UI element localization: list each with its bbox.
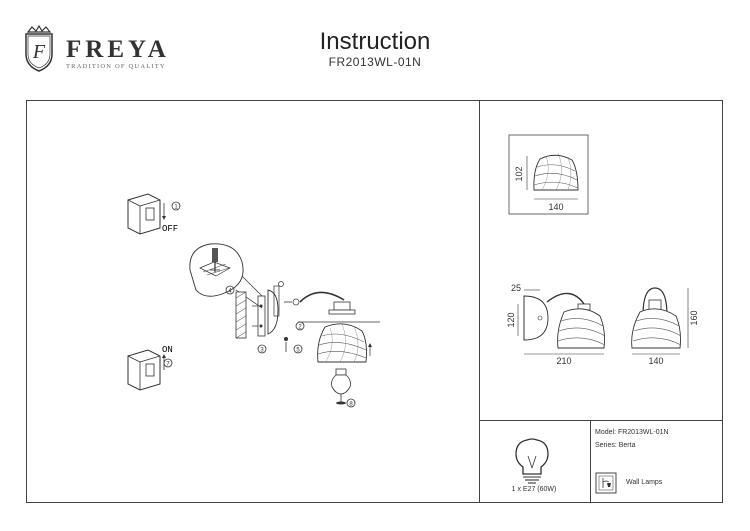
step-number: 5 xyxy=(296,348,300,354)
brand-name: FREYA xyxy=(66,36,170,63)
step-4-marker: 4 xyxy=(225,285,235,295)
bulb-spec-text: 1 x E27 (60W) xyxy=(511,486,557,493)
step-3-marker: 3 xyxy=(257,344,267,354)
total-height-label: 160 xyxy=(689,310,699,325)
bulb-spec-icon xyxy=(515,438,549,484)
mounting-bracket xyxy=(252,295,266,337)
shade-dimension-drawing xyxy=(526,152,579,200)
step-number: 7 xyxy=(166,362,170,368)
light-bulb-icon xyxy=(331,368,351,405)
front-view-drawing xyxy=(631,287,689,355)
step-number: 2 xyxy=(298,325,302,331)
switch-on-icon xyxy=(127,349,166,391)
lamp-shade-exploded xyxy=(317,323,367,363)
switch-on-label: ON xyxy=(162,345,173,355)
wall-lamp-category-icon xyxy=(595,472,617,494)
document-model-code: FR2013WL-01N xyxy=(328,55,422,69)
spec-divider xyxy=(590,420,591,503)
step-8-marker: 8 xyxy=(346,398,356,408)
total-depth-label: 210 xyxy=(556,356,571,366)
arm-offset-label: 25 xyxy=(511,283,521,293)
step-number: 1 xyxy=(174,205,178,211)
step-7-marker: 7 xyxy=(163,358,173,368)
wall-section xyxy=(235,291,247,339)
category-spec-text: Wall Lamps xyxy=(626,479,663,486)
side-view-drawing xyxy=(517,289,606,355)
step-number: 4 xyxy=(228,289,232,295)
switch-off-label: OFF xyxy=(162,224,178,234)
lamp-socket xyxy=(328,301,356,315)
instruction-frame xyxy=(26,100,723,503)
frame-horizontal-divider xyxy=(479,420,723,421)
shade-width-label: 140 xyxy=(548,202,563,212)
lamp-arm xyxy=(299,291,345,303)
lamp-backplate xyxy=(267,281,300,335)
series-spec-text: Series: Berta xyxy=(595,442,636,449)
shade-height-label: 102 xyxy=(514,166,524,181)
step-number: 3 xyxy=(260,348,264,354)
step-5-marker: 5 xyxy=(293,344,303,354)
svg-text:F: F xyxy=(32,41,46,63)
model-spec-text: Model: FR2013WL-01N xyxy=(595,429,669,436)
switch-off-icon xyxy=(127,193,166,235)
backplate-height-label: 120 xyxy=(506,312,516,327)
brand-tagline: TRADITION OF QUALITY xyxy=(66,63,166,70)
front-width-label: 140 xyxy=(648,356,663,366)
document-title: Instruction xyxy=(319,28,431,55)
step-number: 8 xyxy=(349,402,353,408)
frame-vertical-divider xyxy=(479,100,480,503)
step-1-marker: 1 xyxy=(171,201,181,211)
freya-crest-logo: F xyxy=(25,24,53,72)
